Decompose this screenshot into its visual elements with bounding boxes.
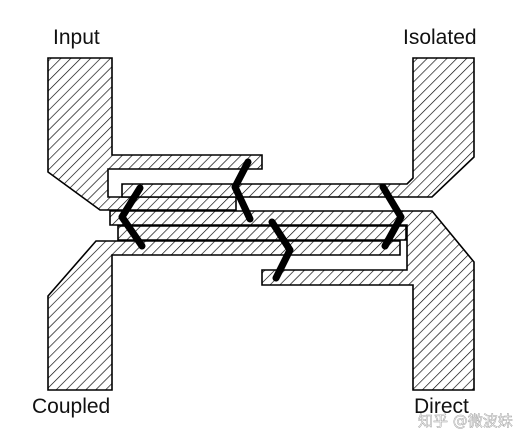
isolated-port-label: Isolated (403, 26, 477, 49)
input-port-label: Input (53, 26, 100, 49)
coupled-pad (47, 240, 401, 391)
bond-wire-upper-middle (231, 158, 254, 223)
middle-finger (117, 225, 407, 241)
bond-wire-left (118, 184, 146, 250)
direct-pad (109, 210, 475, 391)
bond-wire-right (379, 183, 405, 250)
bond-wire-lower-middle (268, 218, 294, 282)
isolated-pad (121, 57, 475, 198)
coupled-port-label: Coupled (32, 395, 110, 418)
watermark-text: 知乎 @微波妹 (418, 412, 513, 430)
direct-port-label: Direct (414, 395, 469, 418)
input-pad (47, 57, 263, 211)
